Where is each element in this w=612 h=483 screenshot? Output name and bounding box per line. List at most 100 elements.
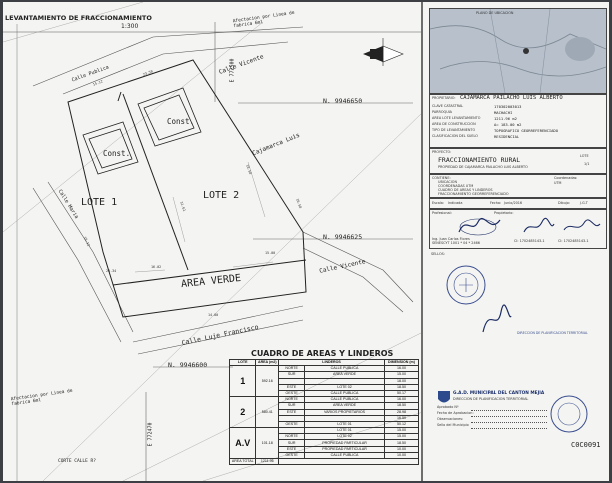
scale-label: Escala: xyxy=(432,201,445,205)
map-graphic xyxy=(429,8,607,94)
info-label: PARROQUIA xyxy=(432,110,452,114)
info-row: CLASIFICACION DEL SUELO RESIDENCIAL xyxy=(432,134,604,141)
info-row: CLAVE CATASTRAL 170302003013 xyxy=(432,104,604,111)
drawn-label: Dibujo: xyxy=(558,201,571,205)
table-header: LOTE xyxy=(228,358,257,367)
approval-line: Fecha de Aprobacion: xyxy=(437,411,547,418)
municipal-logo-icon xyxy=(438,391,450,403)
table-header: AREA (m2) xyxy=(255,358,280,367)
title-block: PLANO DE UBICACION PROPIETARIO: CAJAMARC… xyxy=(425,2,609,481)
approved-stamp: DIRECCION DE PLANIFICACION TERRITORIAL xyxy=(517,331,588,335)
corte-label: CORTE CALLE R? xyxy=(58,459,96,464)
info-label: CLAVE CATASTRAL xyxy=(432,104,464,108)
info-label: TIPO DE LEVANTAMIENTO xyxy=(432,128,476,132)
plan-title: LEVANTAMIENTO DE FRACCIONAMIENTO xyxy=(5,14,152,22)
info-value: 170302003013 xyxy=(494,104,522,109)
approval-line-label: Sello del Municipio xyxy=(437,423,469,427)
north-arrow-icon xyxy=(363,38,404,66)
table-header: DIMENSION (m) xyxy=(383,358,420,367)
info-row: AREA DE CONSTRUCCION A= 183.00 m2 xyxy=(432,122,604,129)
survey-sheet: LEVANTAMIENTO DE FRACCIONAMIENTO 1:300 A… xyxy=(3,2,609,481)
table-row: AREA TOTAL 1211.96 xyxy=(228,457,419,466)
contents-item: FRACCIONAMIENTO GEORREFERENCIADO xyxy=(438,192,509,196)
info-row: AREA LOTE LEVANTAMIENTO 1211.96 m2 xyxy=(432,116,604,123)
lote2-label: LOTE 2 xyxy=(203,190,240,201)
info-value: TOPOGRAFICO GEORREFERENCIADO xyxy=(494,128,559,133)
area-cell: 592.16 xyxy=(255,365,280,398)
lote-cell: 2 xyxy=(228,396,257,429)
approval-seal-image xyxy=(550,395,588,433)
project-name: FRACCIONAMIENTO RURAL xyxy=(438,156,521,164)
approval-line-label: Aprobado Nº xyxy=(437,405,459,409)
approval-line-label: Fecha de Aprobacion: xyxy=(437,411,474,415)
info-value: MACHACHI xyxy=(494,110,513,115)
construction-label: Const. xyxy=(103,149,131,158)
area-cell: 580.41 xyxy=(255,396,280,429)
stamps-label: SELLOS: xyxy=(431,252,445,256)
coord-e-bottom: E 772470 xyxy=(147,422,154,447)
info-label: AREA LOTE LEVANTAMIENTO xyxy=(432,116,481,120)
municipio-title: G.A.D. MUNICIPAL DEL CANTON MEJIA xyxy=(453,391,545,396)
coord-n3: N. 9946600 xyxy=(168,361,208,369)
info-row: TIPO DE LEVANTAMIENTO TOPOGRAFICO GEORREF… xyxy=(432,128,604,135)
signature-block: Profesional: Propietario: Ing. Juan Carl… xyxy=(429,209,607,249)
project-sub: PROPIEDAD DE CAJAMARCA PAILACHO LUIS ALB… xyxy=(438,165,528,169)
sig1-reg: SENESCYT 1001 * 04 * 2466 xyxy=(432,241,480,245)
table-header-row: LOTE AREA (m2) LINDEROS DIMENSION (m) xyxy=(228,358,420,367)
lote-label: LOTE xyxy=(580,154,589,158)
dimension-label: 15.00 xyxy=(265,251,276,255)
contents-label: CONTIENE: xyxy=(432,176,451,180)
table-title: CUADRO DE AREAS Y LINDEROS xyxy=(251,349,394,358)
info-value: 1211.96 m2 xyxy=(494,116,517,121)
lote-cell: A.V xyxy=(228,427,257,459)
contents-block: CONTIENE: UBICACION COORDENADAS UTM CUAD… xyxy=(429,174,607,198)
lote-value: 1/1 xyxy=(584,162,590,166)
drawn-value: J.G.T xyxy=(580,201,588,205)
sig3-name: CI: 1702485143-1 xyxy=(558,239,589,243)
signature-image xyxy=(563,219,601,231)
table-cell: AREA TOTAL xyxy=(228,457,257,466)
date-value: Junio/2016 xyxy=(504,201,523,205)
meta-row: Escala: Indicada Fecha: Junio/2016 Dibuj… xyxy=(429,198,607,209)
lote1-label: LOTE 1 xyxy=(81,197,118,208)
coord-n2: N. 9946625 xyxy=(323,233,363,241)
info-value: RESIDENCIAL xyxy=(494,134,520,139)
owner2-label: Propietario: xyxy=(494,211,514,215)
project-block: PROYECTO: FRACCIONAMIENTO RURAL PROPIEDA… xyxy=(429,148,607,174)
owner-label: PROPIETARIO: xyxy=(432,96,456,100)
signature-image xyxy=(458,217,501,236)
date-label: Fecha: xyxy=(490,201,502,205)
map-caption: PLANO DE UBICACION xyxy=(476,11,514,15)
dimension-label: 26.34 xyxy=(106,269,117,273)
site-plan xyxy=(3,2,423,481)
sig1-name: Ing. Juan Carlos Flores xyxy=(432,237,470,241)
approval-line-label: Observaciones: xyxy=(437,417,464,421)
info-label: CLASIFICACION DEL SUELO xyxy=(432,134,478,138)
dimension-label: 14.00 xyxy=(208,313,219,317)
info-label: AREA DE CONSTRUCCION xyxy=(432,122,476,126)
signature-image xyxy=(482,304,512,333)
location-map: PLANO DE UBICACION xyxy=(429,8,607,94)
contents-item: CUADRO DE AREAS Y LINDEROS xyxy=(438,188,493,192)
municipio-sub: DIRECCION DE PLANIFICACION TERRITORIAL xyxy=(453,397,529,401)
scale-value: Indicada xyxy=(448,201,463,205)
approval-line-rule xyxy=(471,416,547,417)
municipal-seal-image xyxy=(446,265,486,305)
lote-cell: 1 xyxy=(228,365,257,398)
approval-line: Aprobado Nº xyxy=(437,405,547,412)
contents-item: COORDENADAS UTM xyxy=(438,184,474,188)
coord-e-top: E 772500 xyxy=(229,58,236,83)
document-number: C0C0091 xyxy=(571,441,601,449)
coord-n1: N. 9946650 xyxy=(323,97,363,105)
prof-label: Profesional: xyxy=(432,211,452,215)
approval-line-rule xyxy=(471,422,547,423)
approval-line: Observaciones: xyxy=(437,417,547,424)
signature-image xyxy=(523,217,555,233)
approval-line-rule xyxy=(471,428,547,429)
info-value: A= 183.00 m2 xyxy=(494,122,522,127)
plan-scale: 1:300 xyxy=(121,23,139,30)
